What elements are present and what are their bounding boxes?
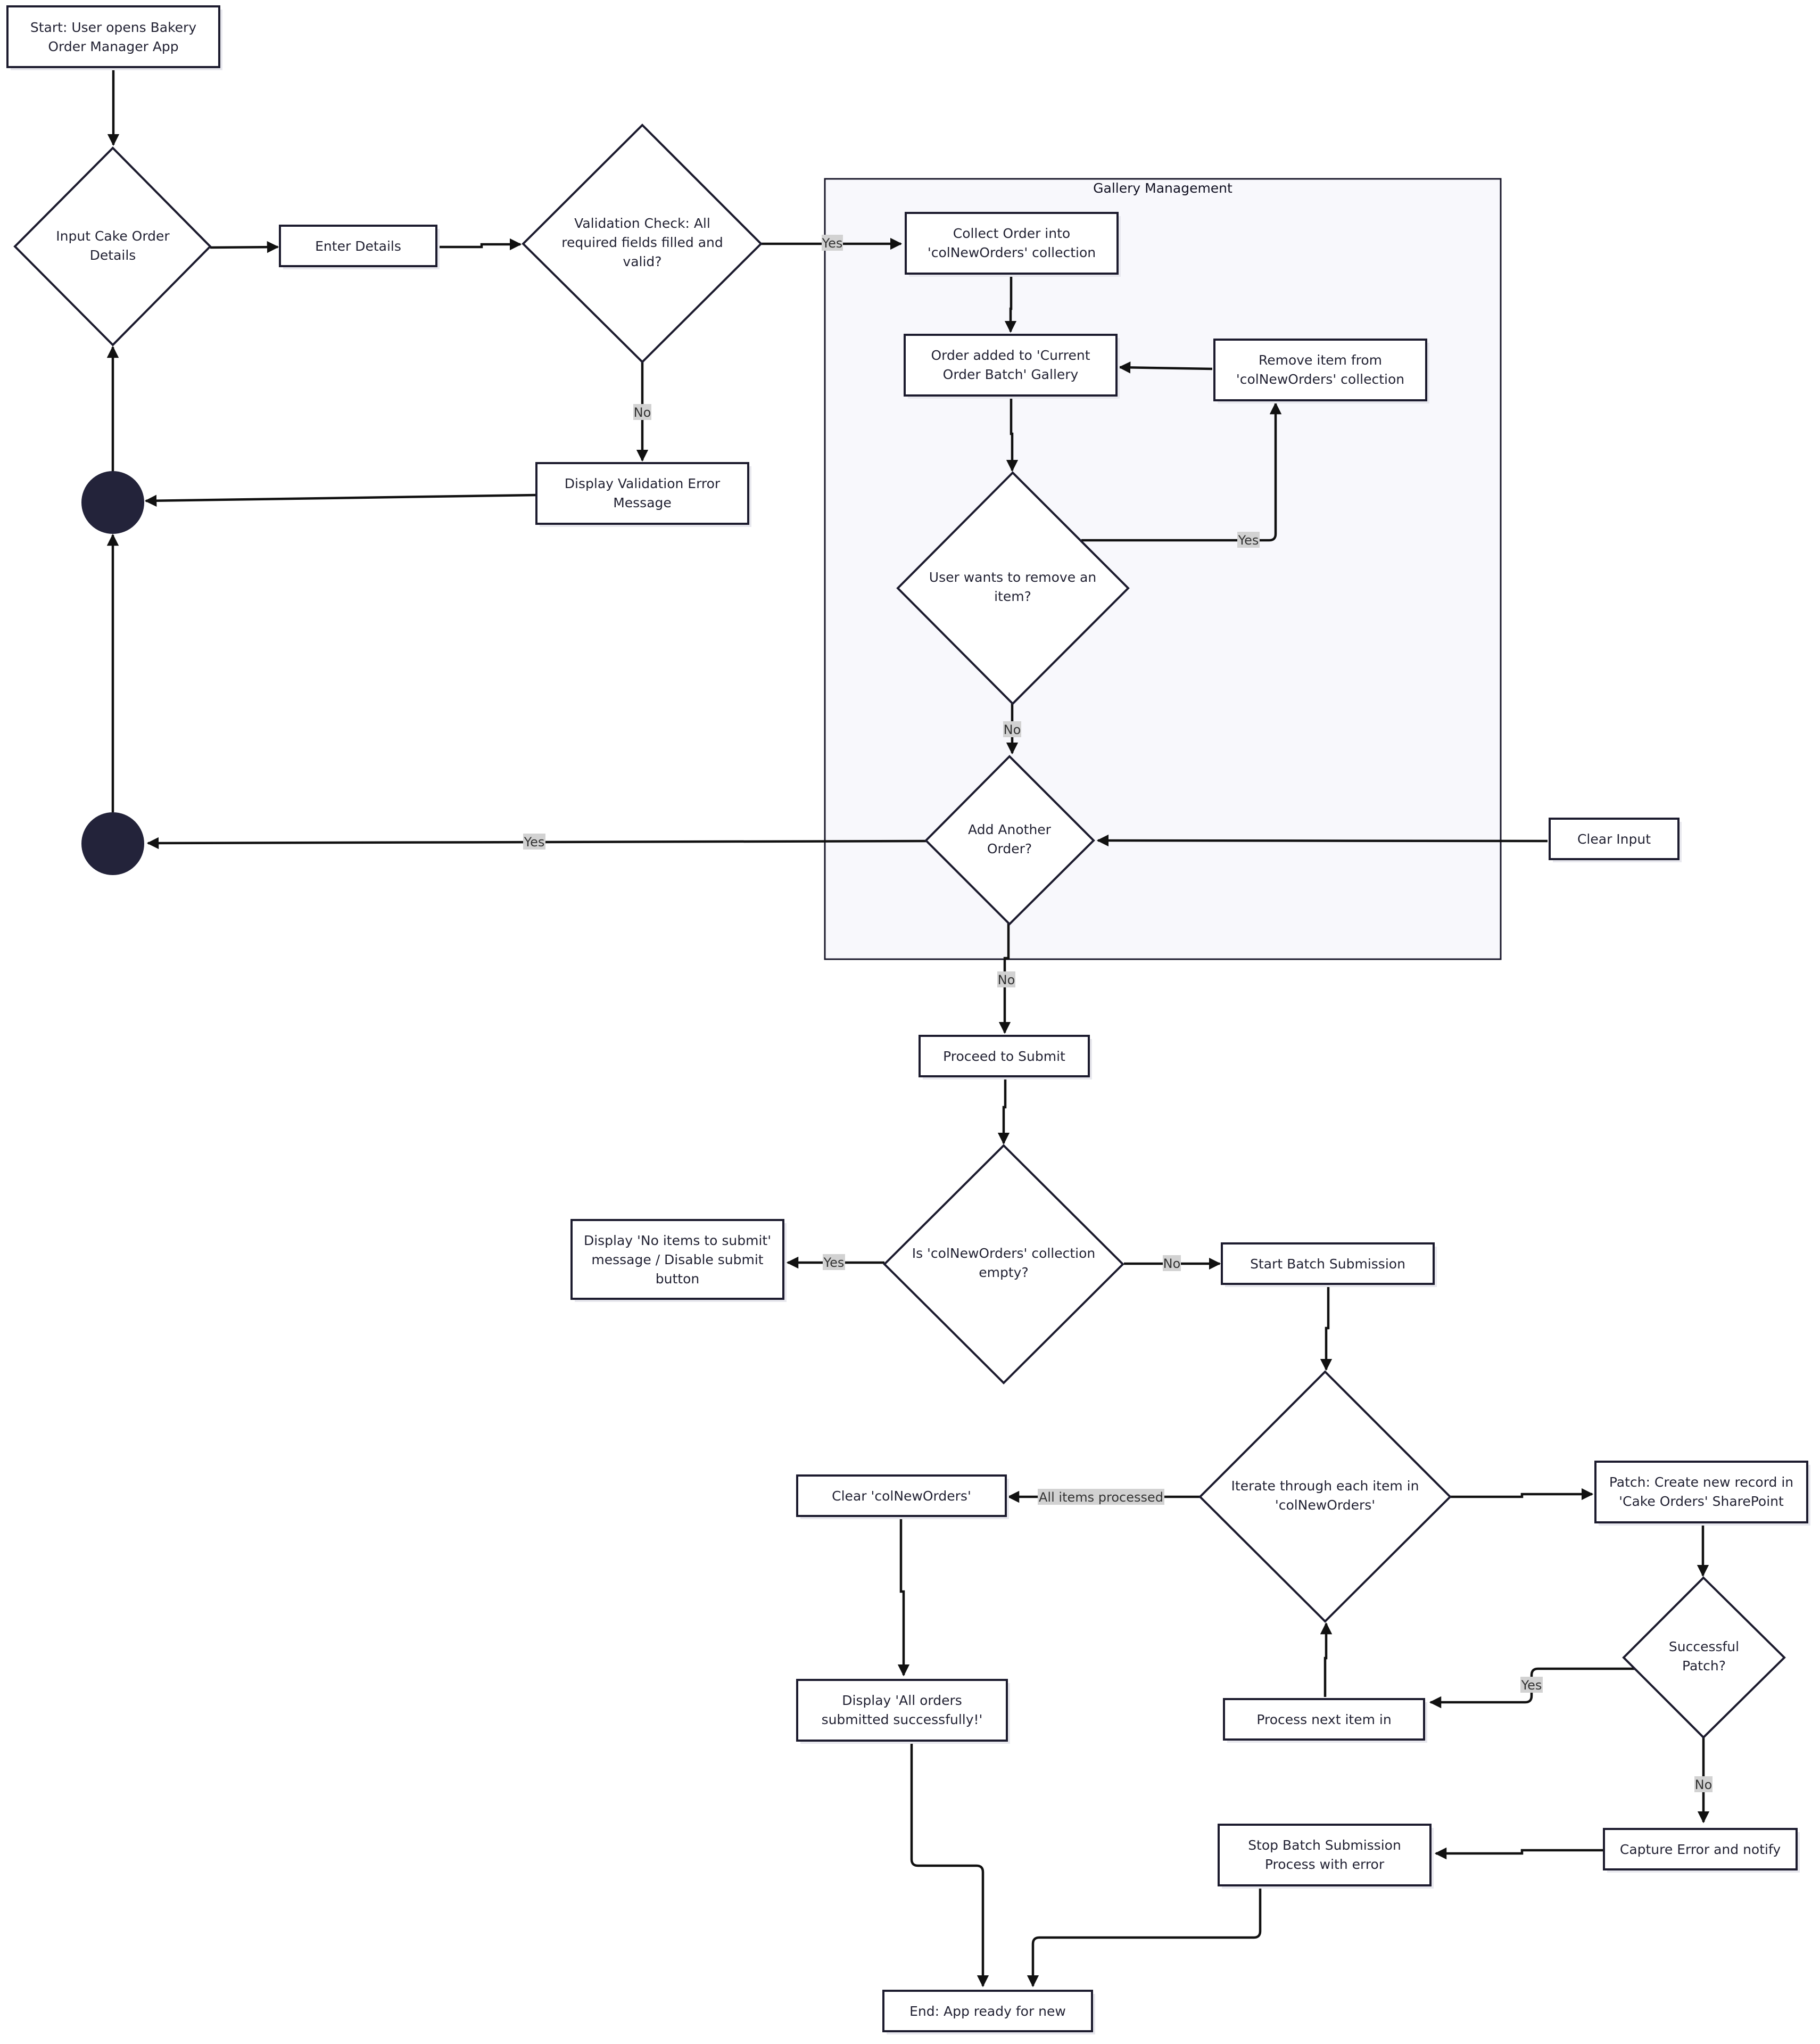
svg-text:Remove item from'colNewOrders': Remove item from'colNewOrders' collectio… [1236,352,1404,387]
iterate-decision: Iterate through each item in'colNewOrder… [1198,1370,1452,1623]
edge-label-another-no: No [997,971,1015,987]
edge-error-to-connector [144,493,537,507]
edge-capture-to-stop [1434,1847,1603,1860]
edge-label-remove-no: No [1003,721,1021,737]
start-batch-node: Start Batch Submission [1221,1242,1437,1287]
edge-added-to-remove-check [1006,397,1019,472]
svg-text:Yes: Yes [822,236,843,251]
edge-proceed-to-empty [997,1078,1010,1145]
remove-item-node: Remove item from'colNewOrders' collectio… [1213,339,1429,403]
proceed-submit-node: Proceed to Submit [919,1035,1092,1079]
svg-text:Iterate through each item in'c: Iterate through each item in'colNewOrder… [1231,1478,1419,1513]
collect-order-node: Collect Order into'colNewOrders' collect… [905,212,1121,277]
edge-label-validation-yes: Yes [822,235,843,251]
edge-label-patch-yes: Yes [1520,1677,1543,1693]
edge-next-to-iterate [1320,1622,1333,1697]
svg-text:No: No [1163,1256,1181,1271]
edge-iterate-to-patch [1450,1488,1594,1501]
svg-text:Capture Error and notify: Capture Error and notify [1620,1842,1781,1857]
svg-text:Clear Input: Clear Input [1577,831,1651,847]
svg-text:Patch: Create new record in'Ca: Patch: Create new record in'Cake Orders'… [1609,1474,1793,1509]
svg-text:Yes: Yes [524,835,545,850]
edge-label-another-yes: Yes [523,834,545,850]
clear-colneworders-node: Clear 'colNewOrders' [796,1474,1009,1519]
edge-label-remove-yes: Yes [1237,532,1260,548]
svg-text:Yes: Yes [1238,533,1259,548]
edge-clear-input-to-another [1096,834,1548,847]
edge-enter-to-validation [437,238,522,251]
svg-text:No: No [634,405,651,420]
svg-text:Clear 'colNewOrders': Clear 'colNewOrders' [832,1488,971,1504]
svg-text:Process next item in: Process next item in [1256,1712,1391,1727]
edge-label-validation-no: No [633,404,651,420]
capture-error-node: Capture Error and notify [1603,1828,1800,1873]
edge-stop-to-end [1027,1883,1262,1988]
svg-text:Proceed to Submit: Proceed to Submit [943,1049,1065,1064]
edge-another-no [998,924,1011,1034]
svg-text:End: App ready for new: End: App ready for new [909,2004,1066,2019]
edge-label-empty-yes: Yes [823,1254,845,1270]
cluster-title: Gallery Management [1093,180,1232,196]
svg-text:No: No [1695,1777,1713,1792]
svg-text:No: No [998,972,1015,987]
end-node: End: App ready for new [882,1990,1095,2034]
connector-circle-upper [81,471,144,534]
svg-text:All items processed: All items processed [1039,1490,1163,1505]
svg-text:Yes: Yes [823,1255,845,1270]
svg-text:No: No [1004,722,1021,737]
edge-remove-yes [1081,402,1282,542]
svg-text:Yes: Yes [1521,1678,1542,1693]
edge-clear-to-success [897,1515,910,1677]
edge-label-patch-no: No [1694,1776,1713,1792]
edge-label-all-processed: All items processed [1038,1489,1164,1505]
edge-start-batch-to-iterate [1320,1286,1333,1371]
clear-input-node: Clear Input [1549,818,1682,862]
svg-text:Collect Order into'colNewOrder: Collect Order into'colNewOrders' collect… [928,226,1096,260]
process-next-node: Process next item in [1223,1698,1427,1743]
edge-remove-to-added [1118,361,1213,374]
edge-success-to-end [910,1741,989,1988]
svg-text:Start Batch Submission: Start Batch Submission [1250,1256,1405,1272]
enter-details-node: Enter Details [279,225,440,269]
svg-text:Display 'No items to submit'me: Display 'No items to submit'message / Di… [584,1233,771,1287]
connector-circle-lower [81,812,144,875]
edge-label-empty-no: No [1163,1255,1181,1271]
no-items-node: Display 'No items to submit'message / Di… [570,1219,787,1302]
edge-input-to-enter [210,241,279,253]
svg-text:Enter Details: Enter Details [315,238,401,254]
patch-node: Patch: Create new record in'Cake Orders'… [1594,1461,1810,1526]
